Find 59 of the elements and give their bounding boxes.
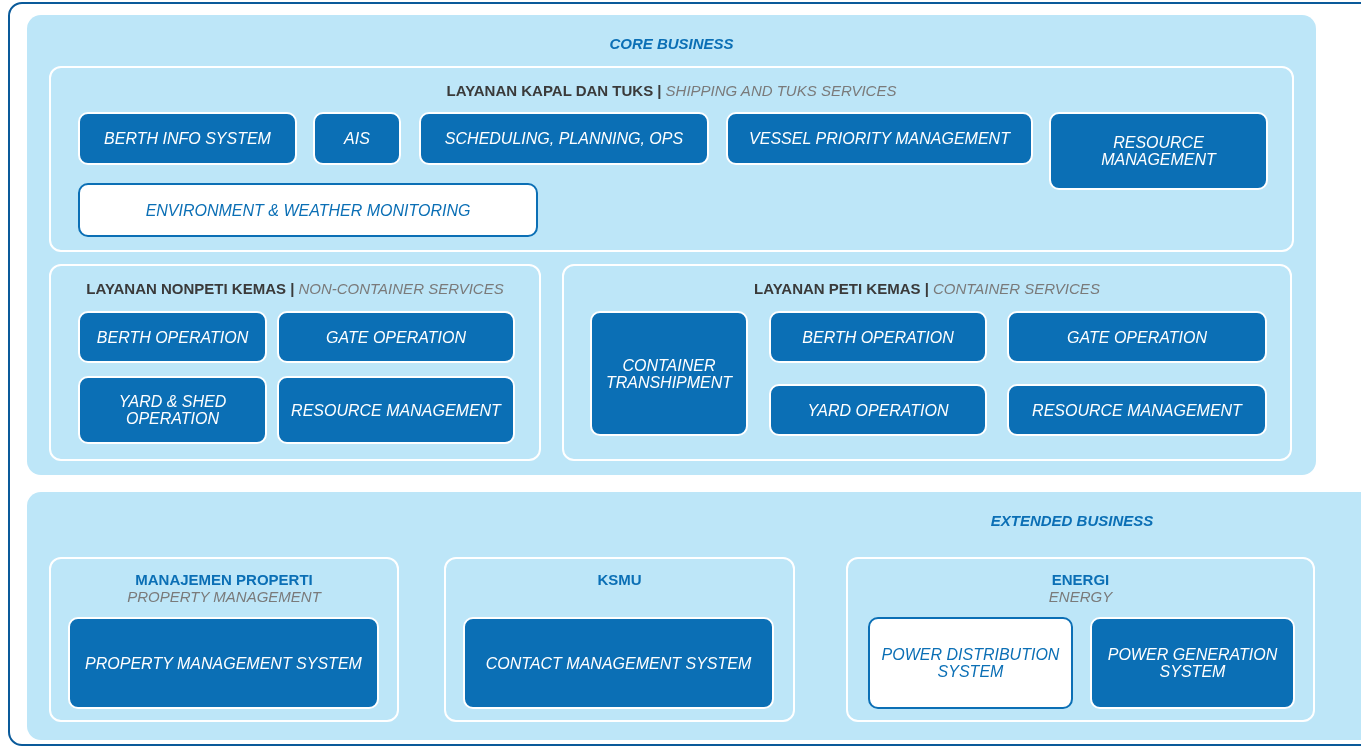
service-label: BERTH OPERATION <box>802 328 954 346</box>
group-subtitle: PROPERTY MANAGEMENT <box>127 588 321 605</box>
service-box <box>78 183 538 237</box>
service-box <box>769 311 987 363</box>
group-panel <box>49 557 399 722</box>
service-label: GATE OPERATION <box>326 328 466 346</box>
group-title: LAYANAN PETI KEMAS | <box>754 279 929 299</box>
section-title: EXTENDED BUSINESS <box>990 511 1154 531</box>
service-label: BERTH INFO SYSTEM <box>104 130 271 147</box>
service-label: AIS <box>344 130 370 147</box>
group-title: ENERGI <box>1051 571 1110 588</box>
group-subtitle: NON-CONTAINER SERVICES <box>298 279 504 299</box>
service-box <box>769 384 987 436</box>
service-box <box>1090 617 1295 709</box>
service-label: SCHEDULING, PLANNING, OPS <box>444 130 684 147</box>
service-box <box>1007 311 1267 363</box>
service-label: POWER GENERATION SYSTEM <box>1106 646 1279 680</box>
service-box <box>78 112 297 165</box>
service-label: RESOURCE MANAGEMENT <box>291 401 501 419</box>
service-box <box>78 376 267 444</box>
service-box <box>1049 112 1268 190</box>
service-label: RESOURCE MANAGEMENT <box>1032 401 1242 419</box>
service-box <box>868 617 1073 709</box>
group-panel <box>49 264 541 461</box>
service-box <box>313 112 401 165</box>
group-subtitle: ENERGY <box>1048 588 1113 605</box>
service-box <box>68 617 379 709</box>
group-panel <box>562 264 1292 461</box>
service-label: CONTACT MANAGEMENT SYSTEM <box>485 654 752 672</box>
service-label: POWER DISTRIBUTION SYSTEM <box>880 646 1061 680</box>
service-box <box>463 617 774 709</box>
service-box <box>1007 384 1267 436</box>
service-label: GATE OPERATION <box>1067 328 1207 346</box>
service-box <box>419 112 709 165</box>
section-title: CORE BUSINESS <box>609 34 734 54</box>
service-box <box>78 311 267 363</box>
section-panel <box>27 15 1316 475</box>
group-title: KSMU <box>597 571 642 588</box>
service-box <box>277 311 515 363</box>
service-box <box>277 376 515 444</box>
group-panel <box>49 66 1294 252</box>
group-panel <box>846 557 1315 722</box>
group-subtitle: SHIPPING AND TUKS SERVICES <box>665 81 897 101</box>
service-label: PROPERTY MANAGEMENT SYSTEM <box>85 654 362 672</box>
section-panel <box>27 492 1361 740</box>
group-panel <box>444 557 795 722</box>
service-label: ENVIRONMENT & WEATHER MONITORING <box>145 201 471 219</box>
group-title: LAYANAN NONPETI KEMAS | <box>86 279 295 299</box>
service-label: CONTAINER TRANSHIPMENT <box>604 356 734 391</box>
service-label: YARD & SHED OPERATION <box>117 393 228 427</box>
service-label: YARD OPERATION <box>807 401 949 419</box>
service-label: RESOURCE MANAGEMENT <box>1100 134 1218 168</box>
service-label: VESSEL PRIORITY MANAGEMENT <box>749 130 1010 147</box>
service-box <box>590 311 748 436</box>
group-subtitle: CONTAINER SERVICES <box>932 279 1100 299</box>
service-label: BERTH OPERATION <box>96 328 249 346</box>
group-title: MANAJEMEN PROPERTI <box>135 571 313 588</box>
group-title: LAYANAN KAPAL DAN TUKS | <box>446 81 662 101</box>
service-box <box>726 112 1033 165</box>
